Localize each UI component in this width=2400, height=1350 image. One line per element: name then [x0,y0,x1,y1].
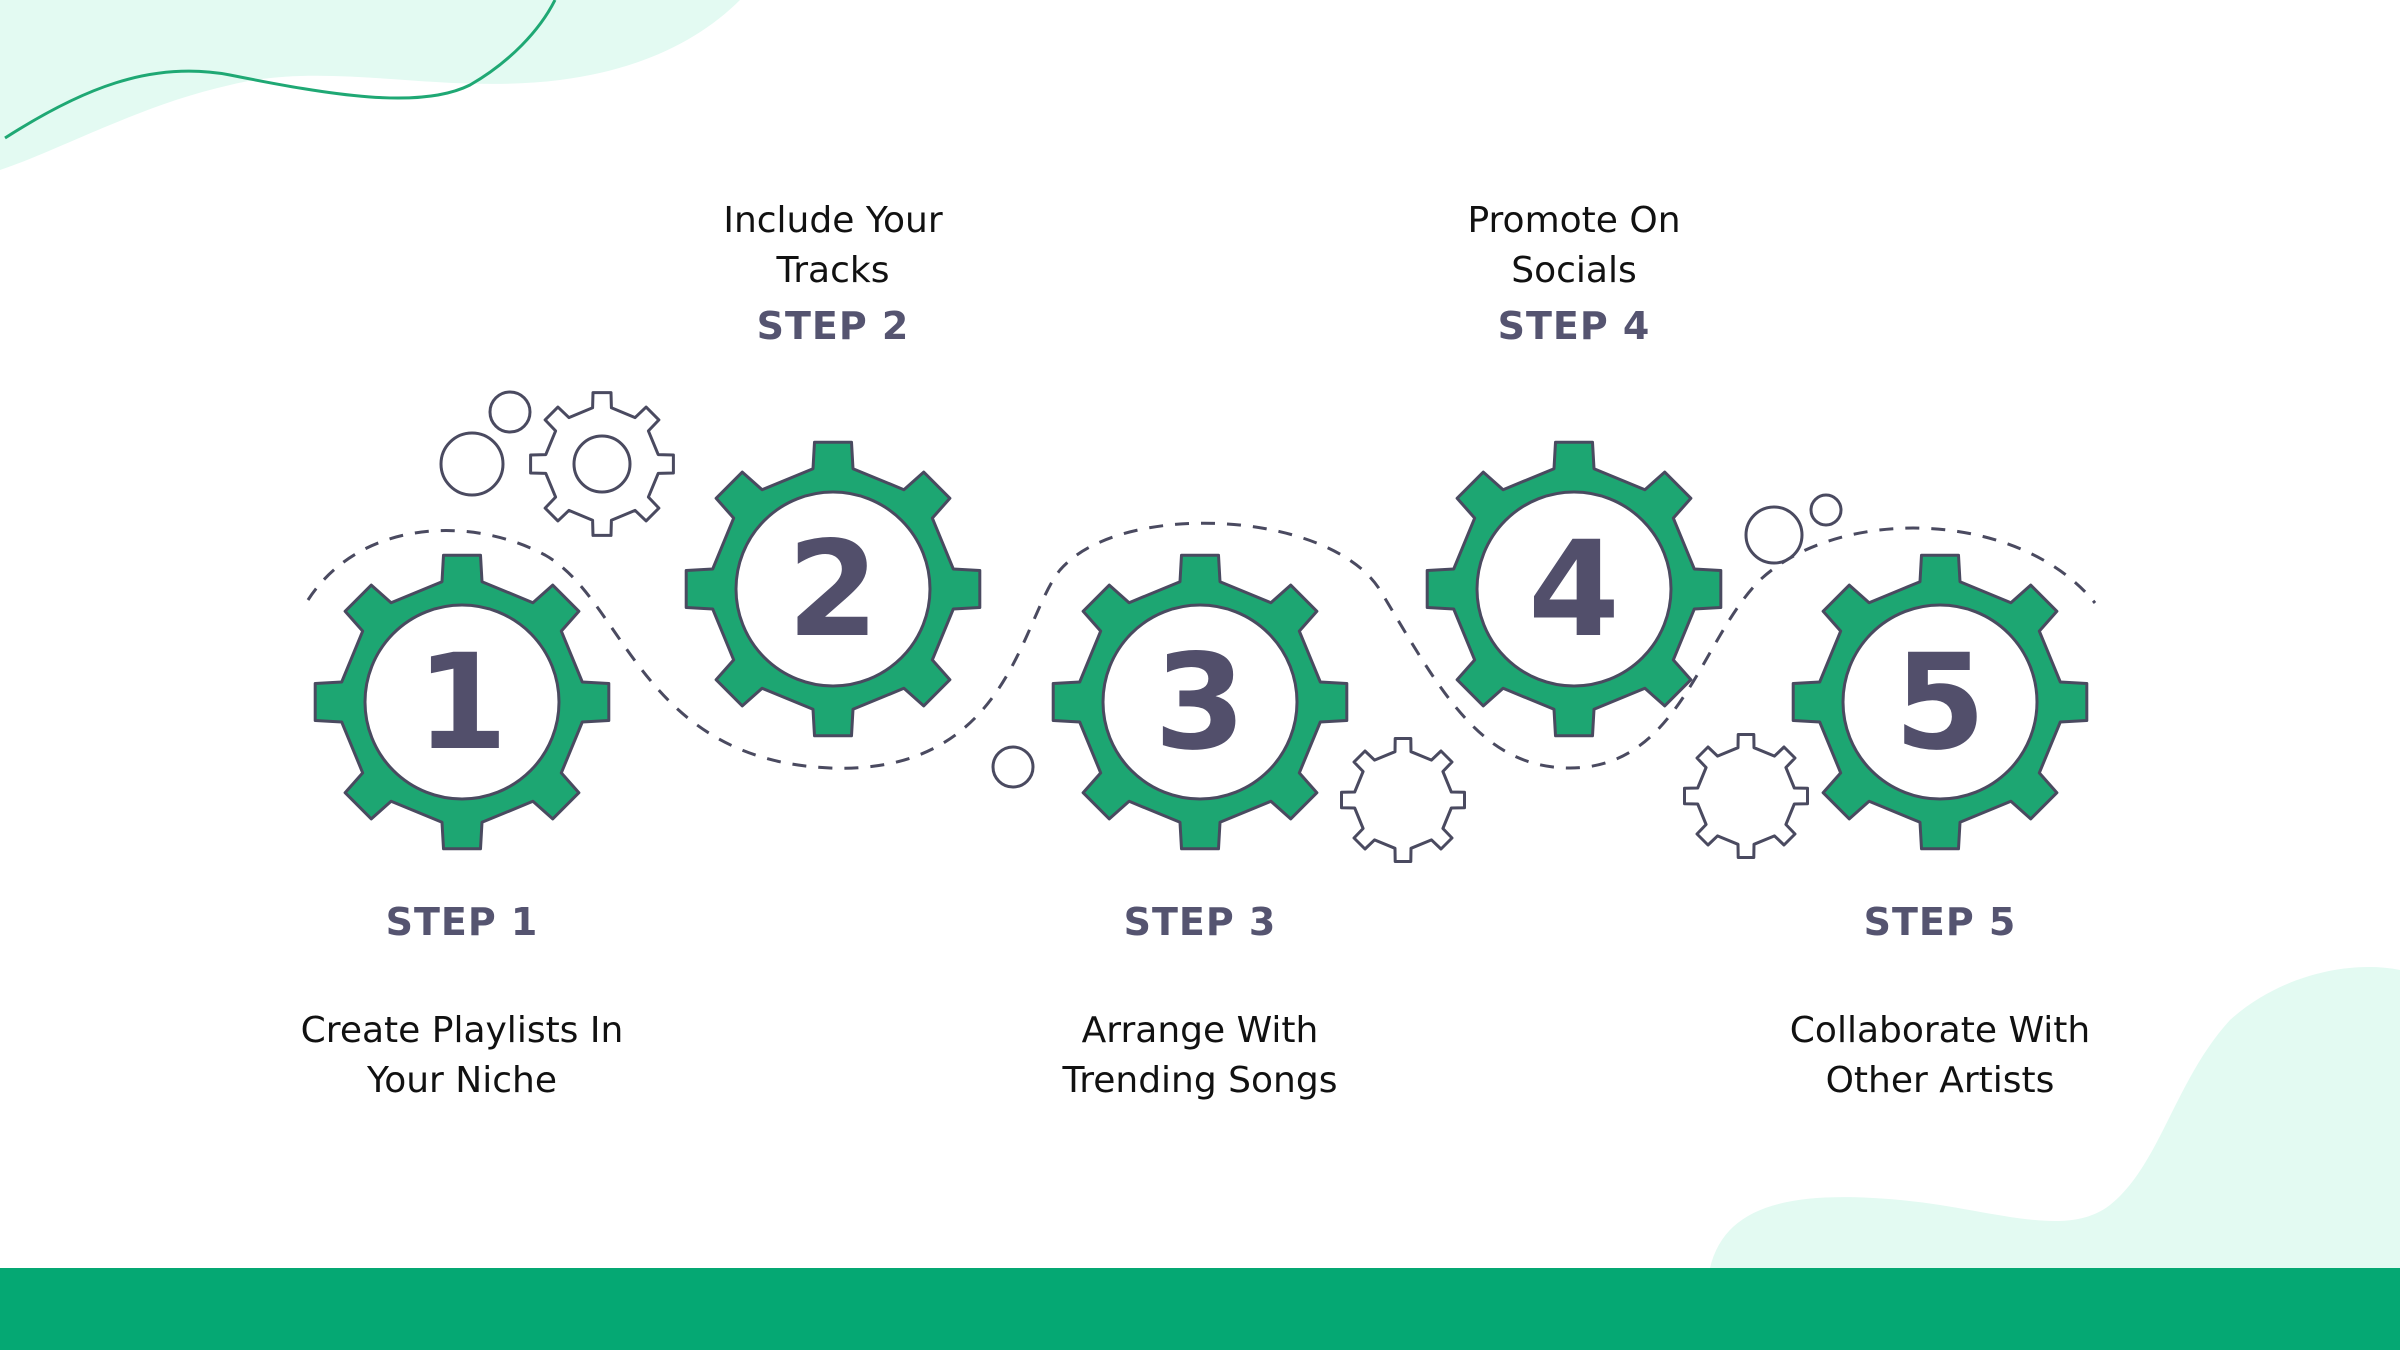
step-5-description-line: Collaborate With [1789,1010,2091,1051]
decor-circle-1 [488,390,532,434]
step-1-number: 1 [416,626,508,780]
step-5-gear: 5 [1791,553,2089,851]
decor-circle-4 [1744,505,1804,565]
decor-gear-bottom-center [1340,737,1466,863]
step-4-description: Promote On Socials [1364,196,1784,296]
bottom-right-blob [1710,967,2400,1268]
decor-circle-3 [991,745,1035,789]
step-4-description-line: Socials [1511,250,1637,291]
step-3-description-line: Trending Songs [1062,1060,1338,1101]
footer-band [0,1268,2400,1350]
step-3-label: STEP 3 [1123,900,1277,944]
step-4-description-line: Promote On [1467,200,1681,241]
step-4-gear: 4 [1425,440,1723,738]
step-4-number: 4 [1528,513,1620,667]
step-1-description-line: Create Playlists In [300,1010,624,1051]
top-left-blob [0,0,740,170]
dashed-connector-path [306,521,2097,770]
step-2-description-line: Tracks [776,250,890,291]
decor-gear-top-left [529,391,675,537]
step-5-gear-center [1841,603,2039,801]
step-2-number: 2 [787,513,879,667]
step-5-label: STEP 5 [1863,900,2017,944]
step-3-description-line: Arrange With [1081,1010,1319,1051]
decor-circle-2 [439,431,505,497]
step-1-gear: 1 [313,553,611,851]
step-1-description-line: Your Niche [367,1060,557,1101]
step-5-description-line: Other Artists [1825,1060,2055,1101]
step-1-gear-center [363,603,561,801]
step-4-gear-center [1475,490,1673,688]
step-3-number: 3 [1154,626,1246,780]
decor-circle-5 [1809,493,1843,527]
decor-gear-bottom-right [1683,733,1809,859]
step-2-description-line: Include Your [723,200,943,241]
step-5-number: 5 [1894,626,1986,780]
step-2-gear: 2 [684,440,982,738]
step-2-gear-center [734,490,932,688]
step-4-label: STEP 4 [1497,304,1651,348]
step-2-label: STEP 2 [756,304,910,348]
step-3-gear: 3 [1051,553,1349,851]
step-3-gear-center [1101,603,1299,801]
step-1-description: Create Playlists In Your Niche [252,1006,672,1106]
top-left-wave-line [4,0,557,140]
step-1-label: STEP 1 [385,900,539,944]
